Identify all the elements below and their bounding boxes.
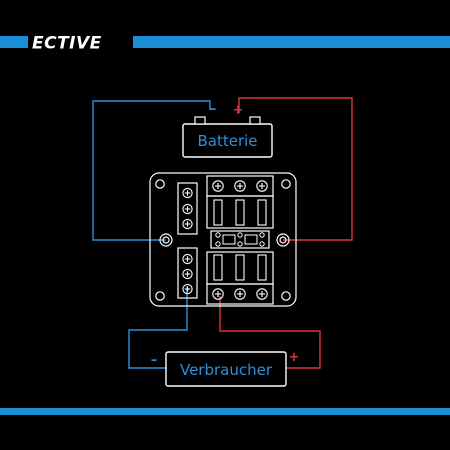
bus-link <box>222 234 236 245</box>
screw <box>234 180 246 192</box>
battery-label: Batterie <box>197 132 257 150</box>
load: – + Verbraucher <box>151 350 300 387</box>
fuse-bottom <box>257 254 267 281</box>
side-screw-right <box>276 233 290 247</box>
bus-dot <box>237 241 243 247</box>
fuse-top <box>235 199 245 226</box>
fuse-box-body <box>149 172 297 307</box>
fuse-frame-top <box>206 195 274 229</box>
fuse-top <box>257 199 267 226</box>
battery-terminal-positive <box>249 116 261 125</box>
screw-head <box>182 218 193 230</box>
wire-battery-positive <box>238 97 353 241</box>
side-screw-left-inner <box>162 236 170 244</box>
screw <box>182 253 193 265</box>
battery-minus-sign: – <box>210 102 217 117</box>
bus-link <box>244 234 258 245</box>
screw <box>212 288 224 300</box>
side-screw-right-inner <box>279 236 287 244</box>
mount-hole-tr <box>281 179 291 189</box>
screw-head <box>212 180 224 192</box>
screw-head <box>256 180 268 192</box>
battery-terminal-negative <box>194 116 206 125</box>
screw-head <box>182 268 193 280</box>
fuse-bottom <box>213 254 223 281</box>
screw <box>234 288 246 300</box>
screw <box>182 218 193 230</box>
wire-load-negative <box>128 286 188 369</box>
screw-head <box>212 288 224 300</box>
screw-head <box>234 180 246 192</box>
screw <box>256 288 268 300</box>
mount-hole-br <box>281 291 291 301</box>
screw-head <box>234 288 246 300</box>
side-screw-left <box>159 233 173 247</box>
bottom-bar <box>0 408 450 415</box>
load-label: Verbraucher <box>180 361 273 379</box>
fuse-blades <box>213 199 267 281</box>
screw <box>182 203 193 215</box>
fuse-bottom <box>235 254 245 281</box>
terminal-screws <box>182 180 268 300</box>
load-box <box>165 351 287 387</box>
screw <box>182 187 193 199</box>
screw-head <box>182 253 193 265</box>
mount-hole-bl <box>155 291 165 301</box>
center-bus <box>210 230 270 249</box>
screw <box>212 180 224 192</box>
bus-dot <box>215 232 221 238</box>
bus-dots <box>215 232 265 247</box>
bus-dot <box>215 241 221 247</box>
screw-head <box>182 283 193 295</box>
bus-dot <box>259 241 265 247</box>
load-plus-sign: + <box>289 350 300 365</box>
wire-battery-negative <box>92 100 211 241</box>
bus-dot <box>237 232 243 238</box>
screw-head <box>182 187 193 199</box>
screw <box>182 268 193 280</box>
brand-logo: ECTIVE <box>32 34 102 54</box>
screw <box>256 180 268 192</box>
top-bar-left <box>0 36 28 48</box>
neg-strip-top <box>177 182 198 235</box>
screw <box>182 283 193 295</box>
screw-head <box>182 203 193 215</box>
battery: – + Batterie <box>182 102 273 158</box>
mount-hole-tl <box>155 179 165 189</box>
top-bar-right <box>133 36 450 48</box>
fuse-frame-bottom <box>206 251 274 285</box>
wire-load-positive <box>219 296 321 369</box>
neg-strip-bottom <box>177 247 198 299</box>
screw-head <box>256 288 268 300</box>
fuse-box <box>149 172 297 307</box>
battery-box <box>182 123 273 158</box>
fuse-top <box>213 199 223 226</box>
battery-plus-sign: + <box>233 103 244 118</box>
bus-dot <box>259 232 265 238</box>
load-minus-sign: – <box>151 353 158 368</box>
